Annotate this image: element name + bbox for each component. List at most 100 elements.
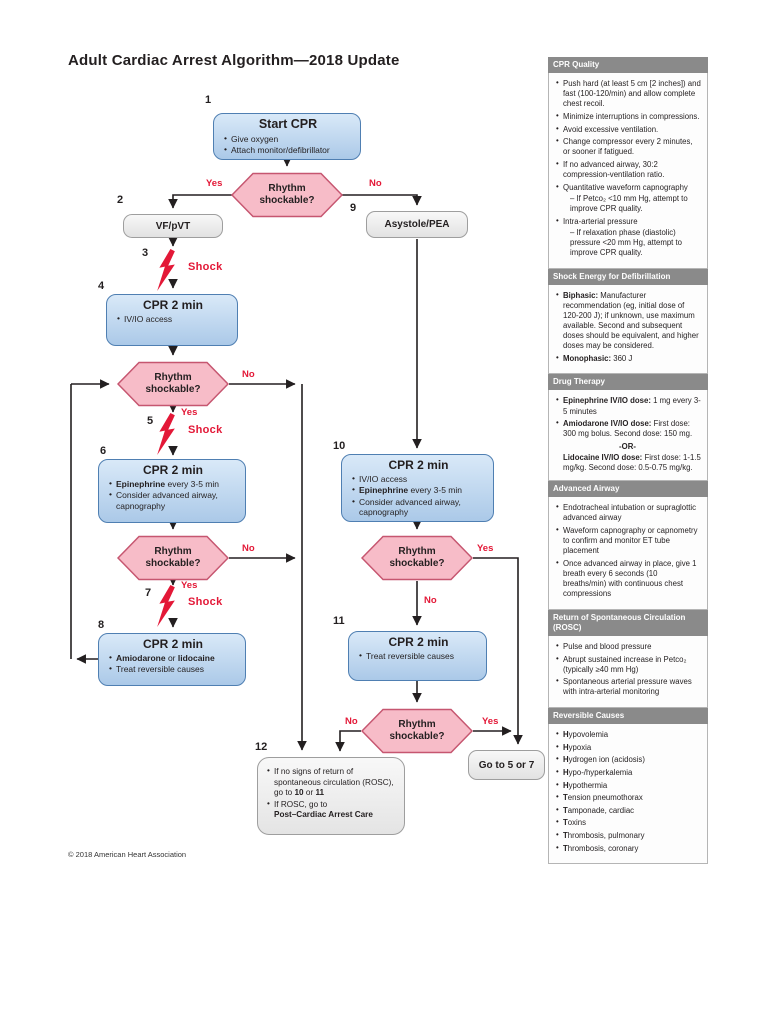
sidebar-section-rosc: Pulse and blood pressure Abrupt sustaine… [548,635,708,708]
sidebar-section-cpr-quality: Push hard (at least 5 cm [2 inches]) and… [548,73,708,269]
text: 1 mg every 3-5 minutes [563,396,701,416]
hex1-no-label: No [369,178,382,189]
or-separator: -OR- [619,441,636,451]
text: ypovolemia [568,730,609,739]
hex3-no-label: No [242,543,255,554]
text: First dose: 300 mg bolus. Second dose: 1… [563,419,693,439]
lightning-bolt-icon [157,249,175,291]
text: or [303,788,316,797]
bold-text: T [563,793,568,803]
lightning-bolt-icon [157,585,175,627]
decision-label: Rhythm shockable? [145,546,201,569]
bold-text: T [563,843,568,853]
text: If ROSC, go to [274,799,328,809]
sidebar-section-advanced-airway: Endotracheal intubation or supraglottic … [548,497,708,610]
text: 360 J [611,353,633,363]
text: hrombosis, coronary [567,843,639,853]
sidebar-bullet: Hypoxia [554,742,701,753]
bold-text: Lidocaine IV/IO dose: [563,453,643,462]
step8-cpr-box: CPR 2 min Amiodarone or lidocaine Treat … [98,633,246,686]
copyright-text: © 2018 American Heart Association [68,850,187,859]
text: oxins [567,818,586,828]
bold-text: T [563,805,568,815]
sidebar-sub-bullet: – If Petco₂ <10 mm Hg, attempt to improv… [570,193,688,213]
text: or [165,653,178,663]
text: amponade, cardiac [567,805,635,815]
hex4-yes-label: Yes [477,543,494,554]
step-number-3: 3 [142,247,149,259]
bold-text: Biphasic: [563,290,599,300]
text: ension pneumothorax [567,793,643,803]
sidebar-bullet: Intra-arterial pressure – If relaxation … [554,216,701,259]
sidebar-bullet: Epinephrine IV/IO dose: 1 mg every 3-5 m… [554,395,701,416]
step-number-11: 11 [333,615,345,627]
step2-vf-pvt-box: VF/pVT [123,214,223,238]
sidebar-bullet: Biphasic: Manufacturer recommendation (e… [554,290,701,352]
box-bullet: Give oxygen [223,133,353,144]
hex3-yes-label: Yes [181,580,198,591]
sidebar-header-cpr-quality: CPR Quality [548,57,708,73]
bold-text: Epinephrine IV/IO dose: [563,396,651,406]
decision-rhythm-shockable-4: Rhythm shockable? [361,535,473,581]
step-number-10: 10 [333,440,346,452]
hexagon-shape [361,708,473,754]
sidebar-bullet: Quantitative waveform capnography – If P… [554,182,701,214]
text: First dose: 1-1.5 mg/kg. Second dose: 0.… [563,453,701,473]
sidebar-bullet: Monophasic: 360 J [554,353,701,364]
goto-5-or-7-box: Go to 5 or 7 [468,750,545,780]
decision-rhythm-shockable-3: Rhythm shockable? [117,535,229,581]
step-number-8: 8 [98,619,105,631]
sidebar-bullet: Tension pneumothorax [554,792,701,803]
hex4-no-label: No [424,595,437,606]
text: Intra-arterial pressure [563,216,638,226]
sidebar-header-reversible-causes: Reversible Causes [548,708,708,724]
sidebar-bullet: Hypo-/hyperkalemia [554,767,701,778]
bold-text: H [563,780,569,790]
hexagon-shape [361,535,473,581]
decision-rhythm-shockable-5: Rhythm shockable? [361,708,473,754]
step-number-7: 7 [145,587,152,599]
sidebar-bullet: Amiodarone IV/IO dose: First dose: 300 m… [554,418,701,439]
sidebar-bullet: Hydrogen ion (acidosis) [554,754,701,765]
step-number-12: 12 [255,741,268,753]
sidebar-bullet: Push hard (at least 5 cm [2 inches]) and… [554,78,701,109]
bold-text: H [563,767,569,777]
bold-text: Amiodarone [116,653,166,663]
sidebar-bullet: Endotracheal intubation or supraglottic … [554,502,701,523]
text: every 3-5 min [408,485,462,496]
step-number-5: 5 [147,415,154,427]
lightning-bolt-icon [157,413,175,455]
bold-text: H [563,742,569,752]
box-bullet: Amiodarone or lidocaine [108,652,238,663]
sidebar-bullet: Waveform capnography or capnometry to co… [554,525,701,556]
shock-label-3: Shock [188,261,223,273]
text: ypothermia [568,780,608,790]
bold-text: Post–Cardiac Arrest Care [274,810,373,819]
box-bullet: Treat reversible causes [108,663,238,674]
text: ydrogen ion (acidosis) [568,755,645,765]
bold-text: T [563,818,568,828]
step10-cpr-box: CPR 2 min IV/IO access Epinephrine every… [341,454,494,522]
text: If no signs of return of spontaneous cir… [274,767,394,797]
sidebar-bullet: Abrupt sustained increase in Petco₂ (typ… [554,653,701,675]
box-bullet: IV/IO access [351,473,486,484]
sidebar-text: Lidocaine IV/IO dose: First dose: 1-1.5 … [554,453,701,473]
box-bullet: Epinephrine every 3-5 min [351,484,486,496]
step-number-6: 6 [100,445,107,457]
step-number-2: 2 [117,194,124,206]
sidebar-bullet: Toxins [554,817,701,828]
bold-text: 10 [294,788,304,797]
sidebar-bullet: Spontaneous arterial pressure waves with… [554,676,701,697]
step6-cpr-box: CPR 2 min Epinephrine every 3-5 min Cons… [98,459,246,523]
bold-text: Epinephrine [359,485,409,496]
sidebar-header-drug-therapy: Drug Therapy [548,374,708,391]
text: Quantitative waveform capnography [563,182,688,192]
hex2-yes-label: Yes [181,407,198,418]
box-title: CPR 2 min [142,637,203,651]
sidebar-section-drug-therapy: Epinephrine IV/IO dose: 1 mg every 3-5 m… [548,390,708,482]
bold-text: Epinephrine [116,479,166,489]
sidebar-bullet: Pulse and blood pressure [554,641,701,652]
box-title: CPR 2 min [388,458,449,472]
step12-rosc-box: If no signs of return of spontaneous cir… [257,757,405,835]
